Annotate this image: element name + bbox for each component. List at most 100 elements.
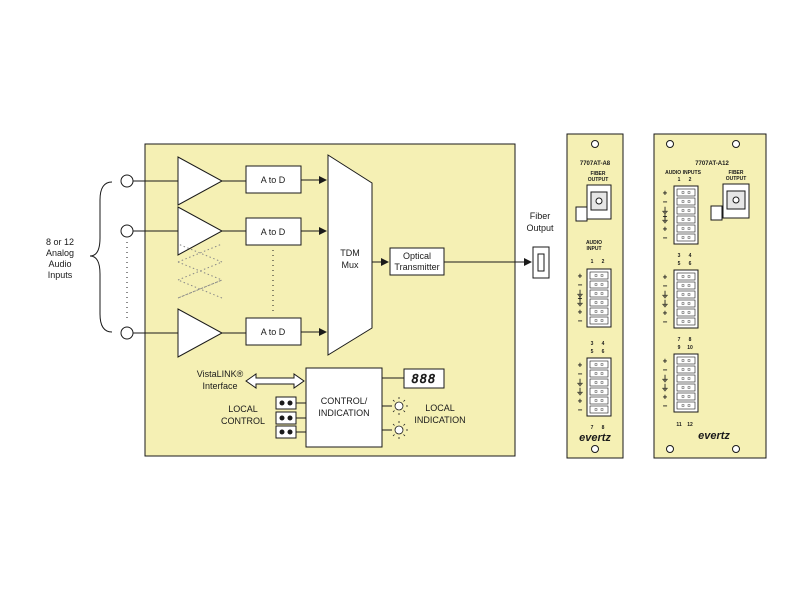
rear-panel-a12: 7707AT-A12 AUDIO INPUTS FIBER OUTPUT 1 2… <box>653 133 767 459</box>
panel-a12-fiber-line2: OUTPUT <box>726 176 747 182</box>
terminal-pin <box>687 218 691 221</box>
polarity-mark: + <box>578 397 583 406</box>
svg-text:7: 7 <box>591 425 594 431</box>
inputs-label-line2: Analog <box>46 248 74 258</box>
polarity-mark: ⏚ <box>661 207 669 216</box>
polarity-mark: ⏚ <box>576 299 584 308</box>
polarity-mark: − <box>578 281 583 290</box>
polarity-mark: + <box>578 272 583 281</box>
svg-text:9: 9 <box>678 345 681 351</box>
adc-label: A to D <box>261 227 286 237</box>
terminal-pin <box>594 292 598 295</box>
terminal-pin <box>687 404 691 407</box>
terminal-row <box>676 233 696 242</box>
terminal-pin <box>687 359 691 362</box>
terminal-pin <box>687 209 691 212</box>
svg-text:3: 3 <box>591 341 594 347</box>
terminal-pin <box>681 404 685 407</box>
polarity-mark: + <box>663 309 668 318</box>
terminal-row <box>676 356 696 365</box>
terminal-row <box>589 405 609 414</box>
vistalink-double-arrow <box>245 373 305 389</box>
terminal-pin <box>594 363 598 366</box>
panel-a8-logo: evertz <box>579 432 611 444</box>
terminal-row <box>676 290 696 299</box>
panel-a8-fiber-line2: OUTPUT <box>588 177 609 183</box>
input-terminal <box>120 326 134 340</box>
terminal-pin <box>681 227 685 230</box>
terminal-pin <box>681 386 685 389</box>
inputs-label-line3: Audio <box>48 259 71 269</box>
terminal-row <box>589 369 609 378</box>
terminal-pin <box>687 311 691 314</box>
control-label-line2: INDICATION <box>318 408 369 418</box>
led-indicator-icon <box>392 421 408 439</box>
panel-a8-audio-line1: AUDIO <box>586 240 602 246</box>
polarity-mark: − <box>663 402 668 411</box>
polarity-mark: + <box>663 225 668 234</box>
terminal-row <box>676 188 696 197</box>
svg-text:5: 5 <box>591 349 594 355</box>
polarity-mark: ⏚ <box>661 375 669 384</box>
local-control-label-line2: CONTROL <box>221 416 265 426</box>
terminal-pin <box>600 319 604 322</box>
terminal-row <box>676 215 696 224</box>
terminal-pin <box>687 227 691 230</box>
terminal-pin <box>681 275 685 278</box>
terminal-pin <box>687 377 691 380</box>
terminal-row <box>676 365 696 374</box>
local-indication-label-line1: LOCAL <box>425 403 455 413</box>
panel-a8-pin-legend: + <box>578 294 583 303</box>
terminal-pin <box>681 395 685 398</box>
terminal-pin <box>681 368 685 371</box>
fiber-output-label-line1: Fiber <box>530 211 551 221</box>
terminal-row <box>676 383 696 392</box>
terminal-pin <box>687 320 691 323</box>
polarity-mark: ⏚ <box>576 290 584 299</box>
terminal-pin <box>594 372 598 375</box>
terminal-row <box>676 224 696 233</box>
svg-text:1: 1 <box>678 177 681 183</box>
polarity-mark: − <box>663 282 668 291</box>
panel-a12-audio-inputs: AUDIO INPUTS <box>665 170 702 176</box>
svg-text:11: 11 <box>676 422 682 428</box>
terminal-row <box>676 272 696 281</box>
terminal-row <box>676 206 696 215</box>
terminal-row <box>589 280 609 289</box>
terminal-pin <box>600 363 604 366</box>
terminal-row <box>589 307 609 316</box>
polarity-mark: ⏚ <box>661 384 669 393</box>
mux-label-line2: Mux <box>341 260 359 270</box>
vistalink-label-line1: VistaLINK® <box>197 369 244 379</box>
terminal-row <box>676 374 696 383</box>
terminal-pin <box>600 310 604 313</box>
fiber-output-label-line2: Output <box>526 223 554 233</box>
control-indication-block <box>305 367 383 448</box>
terminal-row <box>676 299 696 308</box>
terminal-row <box>589 298 609 307</box>
terminal-pin <box>681 359 685 362</box>
terminal-row <box>589 316 609 325</box>
svg-text:4: 4 <box>689 253 692 259</box>
panel-a12-fiber-line1: FIBER <box>729 170 744 176</box>
terminal-pin <box>600 292 604 295</box>
amplifier <box>177 206 224 256</box>
polarity-mark: − <box>578 370 583 379</box>
terminal-row <box>589 360 609 369</box>
polarity-mark: ⏚ <box>661 216 669 225</box>
local-control-label-line1: LOCAL <box>228 404 258 414</box>
polarity-mark: + <box>663 357 668 366</box>
terminal-pin <box>594 301 598 304</box>
svg-text:2: 2 <box>689 177 692 183</box>
seven-segment-display <box>403 368 445 389</box>
terminal-row <box>676 317 696 326</box>
polarity-mark: − <box>578 406 583 415</box>
terminal-pin <box>687 302 691 305</box>
terminal-row <box>676 401 696 410</box>
polarity-mark: ⏚ <box>576 379 584 388</box>
terminal-pin <box>687 293 691 296</box>
terminal-pin <box>594 381 598 384</box>
adc-label: A to D <box>261 327 286 337</box>
terminal-pin <box>600 399 604 402</box>
